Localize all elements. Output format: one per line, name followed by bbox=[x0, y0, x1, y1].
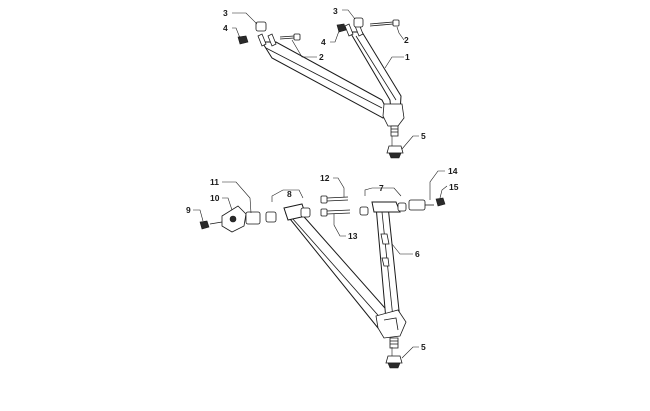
callout-15: 15 bbox=[449, 182, 459, 192]
callout-2-right: 2 bbox=[404, 35, 409, 45]
callout-5-lower: 5 bbox=[421, 342, 426, 352]
nut-part-9 bbox=[199, 220, 210, 230]
bushing-part-11 bbox=[245, 211, 261, 225]
spacer-part-7-right bbox=[397, 202, 407, 212]
nut-part-15 bbox=[435, 197, 446, 207]
cap-screw-part-2-left bbox=[279, 33, 301, 41]
cap-screw-part-13 bbox=[320, 208, 351, 217]
lock-nut-part-4-left bbox=[237, 35, 249, 45]
upper-a-arm-group bbox=[232, 9, 419, 159]
bushing-part-3-right bbox=[353, 17, 364, 28]
callout-2-left: 2 bbox=[319, 52, 324, 62]
callout-3-right: 3 bbox=[333, 6, 338, 16]
callout-labels: 3 4 2 3 4 2 1 5 11 10 9 8 12 13 7 14 15 … bbox=[186, 6, 459, 352]
callout-4-left: 4 bbox=[223, 23, 228, 33]
lock-nut-part-4-right bbox=[336, 23, 347, 33]
callout-3-left: 3 bbox=[223, 8, 228, 18]
callout-11: 11 bbox=[210, 177, 219, 187]
spacer-part-8-left bbox=[265, 211, 277, 223]
ball-joint-part-5-upper bbox=[386, 145, 404, 159]
ball-joint-part-5-lower bbox=[385, 355, 403, 369]
spacer-part-7-left bbox=[359, 206, 369, 216]
bushing-part-3-left bbox=[255, 21, 267, 32]
callout-14: 14 bbox=[448, 166, 458, 176]
callout-12: 12 bbox=[320, 173, 330, 183]
lower-a-arm bbox=[283, 201, 407, 349]
callout-6: 6 bbox=[415, 249, 420, 259]
callout-13: 13 bbox=[348, 231, 358, 241]
callout-7: 7 bbox=[379, 183, 384, 193]
lower-a-arm-group bbox=[193, 170, 448, 369]
bushing-part-14 bbox=[408, 199, 426, 211]
callout-4-right: 4 bbox=[321, 37, 326, 47]
callout-5-upper: 5 bbox=[421, 131, 426, 141]
cap-screw-part-2-right bbox=[369, 19, 400, 27]
spacer-part-8-right bbox=[300, 207, 311, 218]
callout-1: 1 bbox=[405, 52, 410, 62]
callout-9: 9 bbox=[186, 205, 191, 215]
callout-8: 8 bbox=[287, 189, 292, 199]
callout-10: 10 bbox=[210, 193, 220, 203]
upper-a-arm bbox=[257, 23, 405, 137]
cap-screw-part-12 bbox=[320, 195, 349, 204]
